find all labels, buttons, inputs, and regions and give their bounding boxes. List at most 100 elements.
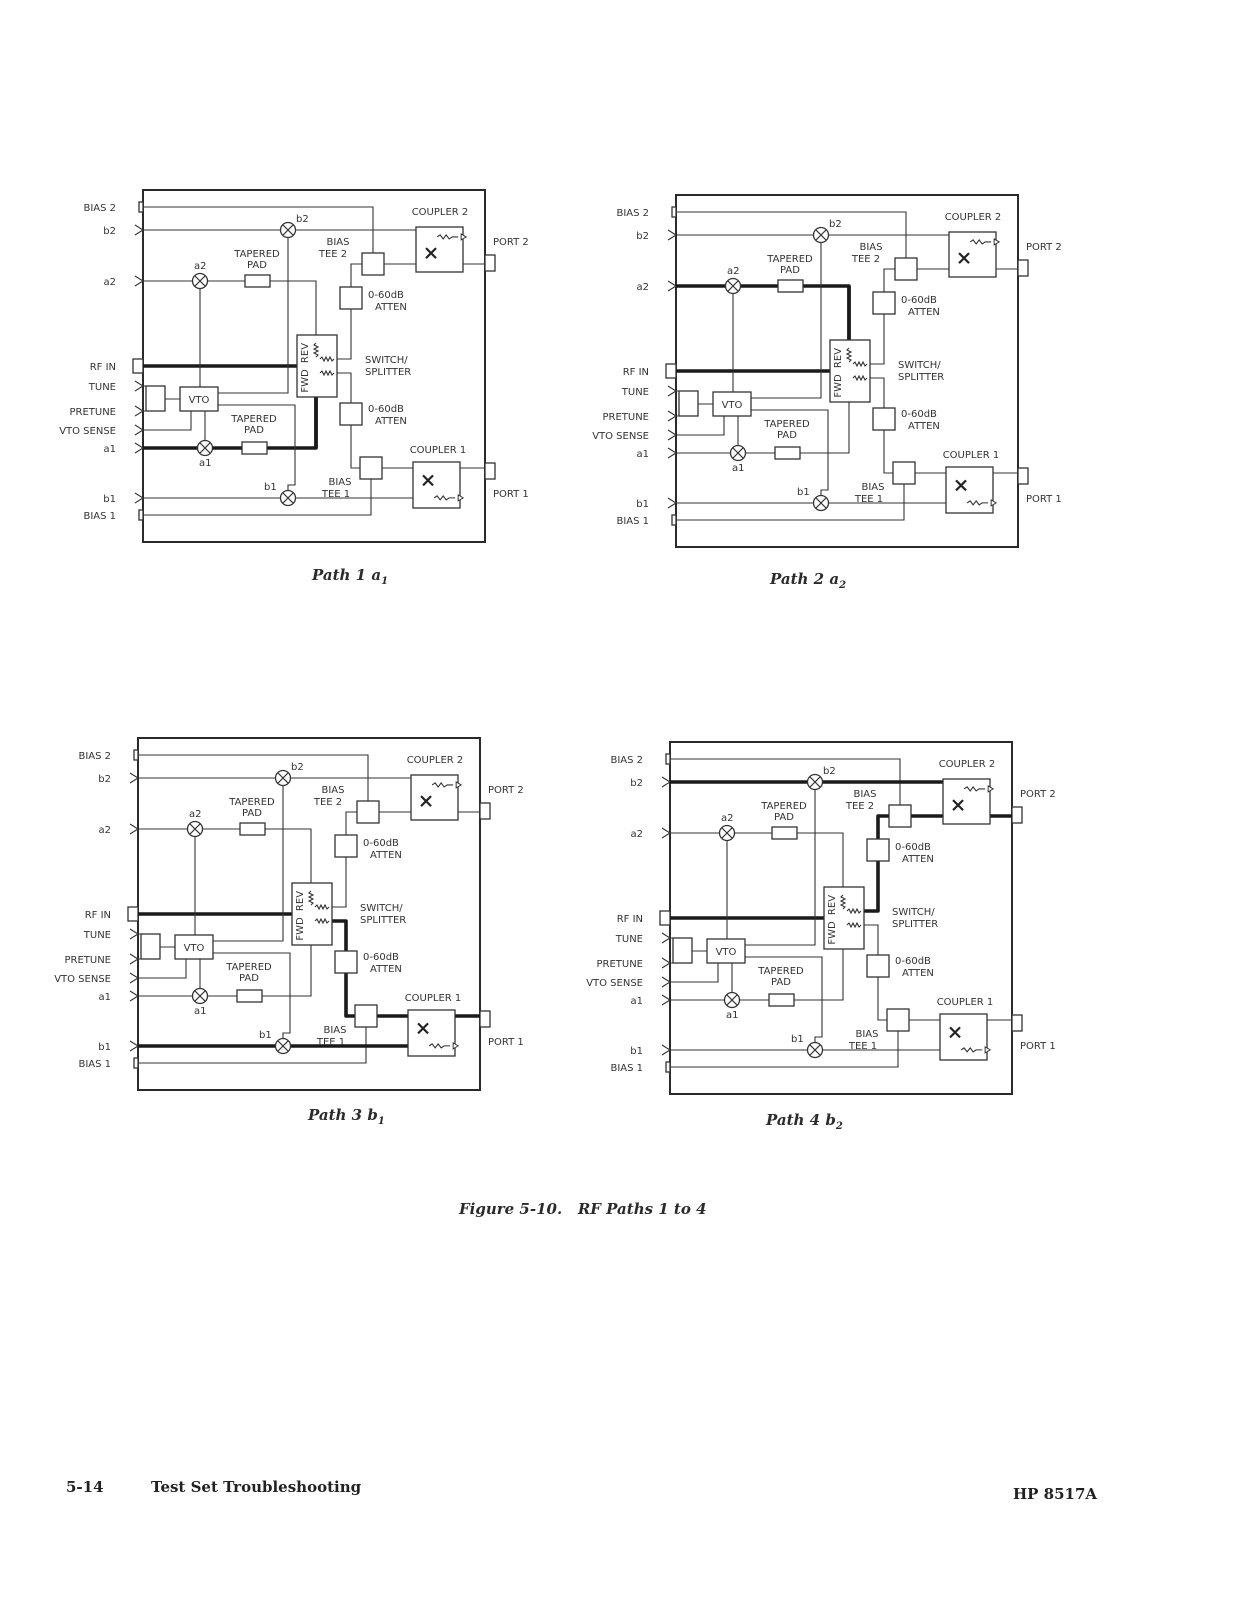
- mixer-b2: [812, 226, 830, 244]
- coupler-2-x-icon: [425, 247, 437, 259]
- pad-to-rev-wire: [797, 832, 844, 897]
- vto-sense-wire: [143, 411, 192, 431]
- label-rf-in: RF IN: [85, 910, 111, 921]
- input-arrow: [661, 932, 672, 944]
- label-pretune: PRETUNE: [602, 412, 649, 423]
- mixer-a1-x2: [194, 990, 206, 1002]
- label-pretune: PRETUNE: [596, 959, 643, 970]
- tune-summer-box: [145, 385, 166, 412]
- label-tune: TUNE: [88, 382, 116, 393]
- label-b2: b2: [630, 778, 643, 789]
- label-atten-2: 0-60dB: [895, 842, 931, 853]
- bias1-wire: [143, 479, 372, 516]
- bias2-wire: [670, 758, 901, 805]
- coupler-2-arrowhead: [993, 238, 1001, 246]
- pad-to-fwd-wire: [794, 937, 844, 1001]
- label-rev: REV: [295, 891, 306, 911]
- input-arrow: [129, 1040, 140, 1052]
- label-tapered-pad-top: TAPERED: [766, 254, 813, 265]
- label-tapered-pad-bottom: TAPERED: [757, 966, 804, 977]
- label-coupler-1: COUPLER 1: [937, 997, 994, 1008]
- bias-tee-2-box: [356, 800, 380, 824]
- label-vto: VTO: [184, 943, 205, 954]
- tune-summer-box: [678, 390, 699, 417]
- vto-to-b1-lo: [751, 409, 829, 496]
- label-bias-tee-2-b: TEE 2: [845, 801, 874, 812]
- label-port-1: PORT 1: [488, 1037, 524, 1048]
- bias2-connector: [138, 201, 144, 213]
- input-arrow: [129, 928, 140, 940]
- label-rf-in: RF IN: [90, 362, 116, 373]
- switch-splitter-box: [296, 334, 338, 398]
- vto-box: [712, 391, 752, 417]
- tune-summer-box: [140, 933, 161, 960]
- label-bias-tee-2-b: TEE 2: [313, 797, 342, 808]
- label-port-2: PORT 2: [493, 237, 529, 248]
- mixer-b2-x2: [809, 776, 821, 788]
- label-mixer-b1: b1: [797, 487, 810, 498]
- mixer-b2: [279, 221, 297, 239]
- label-atten-1: 0-60dB: [363, 952, 399, 963]
- label-port-1: PORT 1: [1020, 1041, 1056, 1052]
- mixer-a1: [191, 987, 209, 1005]
- coupler-1-arrowhead: [457, 493, 465, 502]
- coupler-2-arrowhead: [460, 233, 468, 241]
- fwd-resistor: [852, 374, 868, 382]
- label-port-1: PORT 1: [1026, 494, 1062, 505]
- rf-in-connector: [127, 906, 139, 922]
- bias1-wire: [670, 1031, 899, 1068]
- input-arrow: [661, 994, 672, 1006]
- rf-in-path: [676, 286, 851, 373]
- bias-tee-2-box: [894, 257, 918, 281]
- coupler-1-box: [407, 1009, 456, 1057]
- fwd-resistor: [846, 921, 862, 929]
- mixer-a1-x2: [199, 442, 211, 454]
- label-fwd: FWD: [300, 369, 311, 393]
- label-tapered-pad-bottom-2: PAD: [771, 977, 791, 988]
- label-b2: b2: [636, 231, 649, 242]
- label-fwd: FWD: [833, 374, 844, 398]
- mixer-b2-x2: [282, 224, 294, 236]
- label-mixer-b2: b2: [829, 219, 842, 230]
- port2-connector: [484, 254, 496, 272]
- atten-1-box: [334, 950, 358, 974]
- pad-to-rev-wire: [270, 280, 317, 345]
- label-tune: TUNE: [83, 930, 111, 941]
- switch-splitter-box: [829, 339, 871, 403]
- caption-path1: Path 1 a1: [312, 566, 389, 587]
- label-atten-1: 0-60dB: [368, 404, 404, 415]
- label-mixer-b2: b2: [823, 766, 836, 777]
- label-rf-in: RF IN: [617, 914, 643, 925]
- mixer-b2: [806, 773, 824, 791]
- atten-2-box: [872, 291, 896, 315]
- label-tapered-pad-top-2: PAD: [780, 265, 800, 276]
- input-arrow: [661, 827, 672, 839]
- label-mixer-a1: a1: [199, 458, 212, 469]
- label-tapered-pad-bottom-2: PAD: [244, 425, 264, 436]
- mixer-a2-x2: [189, 823, 201, 835]
- footer-model: HP 8517A: [1013, 1485, 1098, 1503]
- rev-resistor: [319, 355, 335, 363]
- figure-title: Figure 5-10. RF Paths 1 to 4: [459, 1200, 707, 1218]
- coupler-2: [948, 231, 1001, 278]
- coupler-2-x-icon: [420, 795, 432, 807]
- label-atten-2-b: ATTEN: [902, 854, 934, 865]
- input-arrow: [129, 990, 140, 1002]
- label-vto-sense: VTO SENSE: [592, 431, 649, 442]
- bias2-connector: [665, 753, 671, 765]
- label-mixer-a1: a1: [726, 1010, 739, 1021]
- coupler-2: [415, 226, 468, 273]
- label-tapered-pad-top: TAPERED: [228, 797, 275, 808]
- label-atten-2: 0-60dB: [368, 290, 404, 301]
- mixer-a2: [718, 824, 736, 842]
- coupler-1-box: [945, 466, 994, 514]
- mixer-a1: [196, 439, 214, 457]
- label-b2: b2: [103, 226, 116, 237]
- fwd-resistor: [319, 369, 335, 377]
- coupler-1-arrow: [966, 499, 989, 506]
- vto-to-b2-lo: [213, 785, 284, 942]
- label-a2: a2: [637, 282, 650, 293]
- bias2-connector: [133, 749, 139, 761]
- coupler-2-box: [410, 774, 459, 821]
